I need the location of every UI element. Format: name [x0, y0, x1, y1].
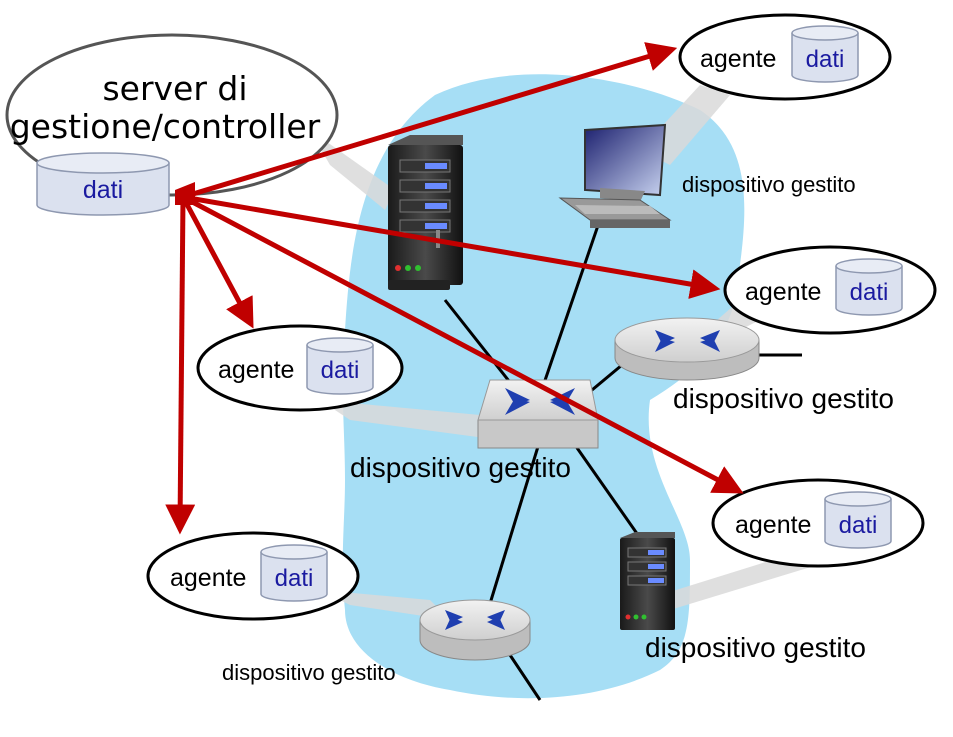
device-label-switch: dispositivo gestito: [350, 452, 571, 483]
server-title-line1: server di: [102, 69, 247, 108]
link-switch-smallserver: [573, 444, 647, 546]
device-label-router: dispositivo gestito: [673, 383, 894, 414]
agent-label: agente: [170, 564, 246, 592]
link-desktop-switch: [538, 204, 607, 396]
database-icon: [791, 25, 859, 83]
agent-bottom-left: agente dati: [146, 531, 360, 621]
arrow-origin: [175, 182, 195, 205]
device-label-bottom-router: dispositivo gestito: [222, 660, 396, 685]
agent-label: agente: [745, 278, 821, 306]
agent-store-label: dati: [275, 565, 314, 592]
router-icon: [419, 599, 531, 661]
server-title-line2: gestione/controller: [10, 107, 321, 146]
arrow-to-agent-middle-left: [180, 195, 254, 329]
database-icon: [260, 544, 328, 602]
server-tower-icon: [388, 135, 463, 290]
agent-right: agente dati: [723, 245, 937, 335]
database-icon: [36, 152, 170, 216]
server-store-label: dati: [83, 176, 123, 204]
agent-store-label: dati: [850, 279, 889, 306]
arrow-to-agent-right: [182, 194, 721, 299]
link-switch-bottomrouter: [483, 439, 542, 621]
arrow-to-agent-top-right: [182, 42, 678, 200]
database-icon: [835, 258, 903, 316]
link-server-switch: [443, 299, 522, 396]
agent-store-label: dati: [321, 357, 360, 384]
device-label-desktop: dispositivo gestito: [682, 172, 856, 197]
management-server: server di gestione/controller dati: [5, 33, 339, 216]
server-tower-icon: [620, 532, 675, 630]
switch-icon: [477, 379, 599, 449]
agent-middle-left: agente dati: [196, 324, 404, 412]
agent-store-label: dati: [806, 46, 845, 73]
agent-label: agente: [735, 511, 811, 539]
device-label-server: dispositivo gestito: [645, 632, 866, 663]
desktop-computer-icon: [558, 123, 672, 228]
agent-label: agente: [218, 356, 294, 384]
management-arrows: [165, 42, 744, 535]
database-icon: [824, 491, 892, 549]
agent-store-label: dati: [839, 512, 878, 539]
agent-bottom-right: agente dati: [711, 478, 925, 568]
arrow-to-agent-bottom-right: [181, 194, 744, 494]
router-icon: [614, 317, 760, 381]
arrow-to-agent-bottom-left: [165, 196, 196, 535]
agent-label: agente: [700, 45, 776, 73]
database-icon: [306, 337, 374, 395]
agent-top-right: agente dati: [678, 13, 892, 101]
